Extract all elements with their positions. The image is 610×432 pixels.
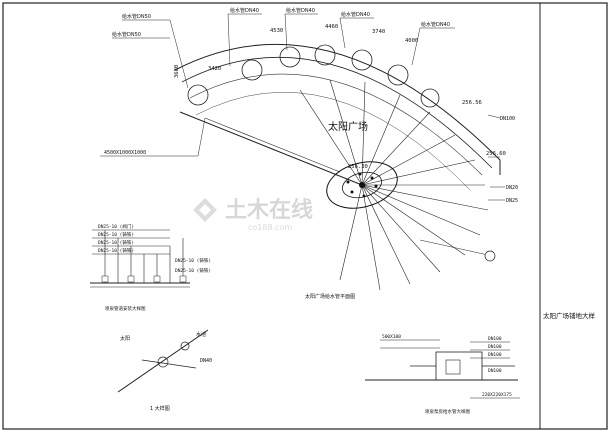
- plaza-outer-arc: [174, 44, 501, 175]
- dim-top-1: 4530: [270, 28, 283, 34]
- section-right-label-1: DN25-10 (铸铁): [175, 257, 211, 264]
- section-caption: 喷泉管道安装大样图: [105, 305, 146, 312]
- fountain-outer-ring: [326, 161, 398, 209]
- pipe-right-3: DN25: [506, 198, 518, 204]
- watermark-text: 土木在线: [225, 197, 313, 223]
- detail-2-pump-icon: [445, 359, 461, 375]
- pipe-label-top-4: 给水管DN40: [421, 21, 450, 28]
- left-lower-label: 4500X1000X1000: [104, 150, 146, 156]
- main-feed-pipe: [179, 111, 363, 186]
- planter-circle: [387, 64, 409, 86]
- plaza-plan: 太阳广场 256.30 4530 4460 3740 4000 3420 368…: [100, 7, 518, 300]
- pipe-label-top-2: 给水管DN40: [286, 7, 315, 14]
- planter-circle: [241, 59, 263, 81]
- section-valves: [101, 275, 187, 283]
- detail-2-caption: 喷泉泵房给水管大样图: [425, 408, 470, 415]
- detail-callout-circle: [484, 250, 496, 262]
- detail-2-label-5: DN100: [488, 368, 502, 374]
- radial-spokes: [299, 79, 489, 291]
- center-elevation: 256.30: [348, 164, 368, 170]
- detail-1-label-1: 太阳: [120, 335, 130, 342]
- planter-circle: [314, 44, 336, 66]
- pipe-right-2: DN20: [506, 185, 518, 191]
- leader-lines: [100, 13, 505, 201]
- detail-2-label-2: DN100: [488, 336, 502, 342]
- detail-2-label-4: DN100: [488, 352, 502, 358]
- dim-top-2: 4460: [325, 24, 338, 30]
- drawing-title: 太阳广场铺地大样: [543, 311, 596, 320]
- fountain-nozzle-icon: [359, 182, 365, 188]
- detail-2-pump-pit: [435, 351, 483, 381]
- elevation-right-1: 256.56: [462, 100, 482, 106]
- plaza-paving-arc: [195, 91, 471, 191]
- plaza-border-arc: [189, 73, 483, 176]
- section-diagram: DN25-10 (阀门) DN25-10 (铸铁) DN25-10 (铸铁) D…: [90, 223, 211, 312]
- detail-1-fitting: [180, 341, 190, 351]
- section-pipes: [92, 229, 184, 283]
- detail-2-leaders: [380, 339, 520, 399]
- section-row-label-1: DN25-10 (阀门): [98, 223, 134, 230]
- dim-top-3: 3740: [372, 29, 385, 35]
- detail-1-caption: 1 大样图: [150, 405, 170, 412]
- pipe-label-top-1: 给水管DN40: [230, 7, 259, 14]
- callout-leader: [419, 239, 489, 256]
- watermark: 土木在线 co188.com: [193, 197, 313, 232]
- detail-2-label-1: 500X100: [382, 334, 401, 340]
- pipe-right-1: DN100: [500, 116, 515, 122]
- watermark-logo-icon: [193, 198, 217, 222]
- dim-left: 3680: [174, 65, 180, 78]
- dim-top-4: 4000: [405, 38, 418, 44]
- pipe-label-left-1: 给水管DN50: [122, 13, 151, 20]
- plan-caption: 太阳广场给水管平面图: [305, 293, 355, 300]
- detail-2: 500X100 DN100 DN100 DN100 DN100 220X220X…: [365, 334, 520, 415]
- dim-top-5: 3420: [208, 66, 221, 72]
- plaza-label: 太阳广场: [328, 120, 368, 133]
- detail-2-label-3: DN100: [488, 344, 502, 350]
- planter-circle: [420, 88, 440, 108]
- pipe-label-top-3: 给水管DN40: [341, 11, 370, 18]
- detail-1: 太阳 水池 DN40 1 大样图: [117, 329, 212, 412]
- fountain-jets: [346, 172, 378, 198]
- planter-circle: [279, 46, 301, 68]
- section-right-label-2: DN25-10 (铸铁): [175, 267, 211, 274]
- secondary-feed-pipe: [204, 117, 341, 173]
- detail-1-pipe: [117, 329, 209, 393]
- watermark-subtext: co188.com: [248, 223, 292, 232]
- detail-1-label-3: DN40: [200, 358, 212, 364]
- detail-1-branch: [141, 359, 197, 369]
- detail-2-label-6: 220X220X175: [482, 392, 512, 398]
- planter-circle: [351, 49, 373, 71]
- plaza-inner-arc: [181, 57, 493, 169]
- elevation-right-2: 256.60: [486, 151, 506, 157]
- planter-circle: [187, 84, 209, 106]
- section-row-label-3: DN25-10 (铸铁): [98, 239, 134, 246]
- detail-1-label-2: 水池: [196, 331, 206, 338]
- section-row-label-2: DN25-10 (铸铁): [98, 231, 134, 238]
- detail-1-fitting: [157, 356, 169, 368]
- pipe-label-left-2: 给水管DN50: [112, 31, 141, 38]
- section-row-label-4: DN25-10 (铸铁): [98, 247, 134, 254]
